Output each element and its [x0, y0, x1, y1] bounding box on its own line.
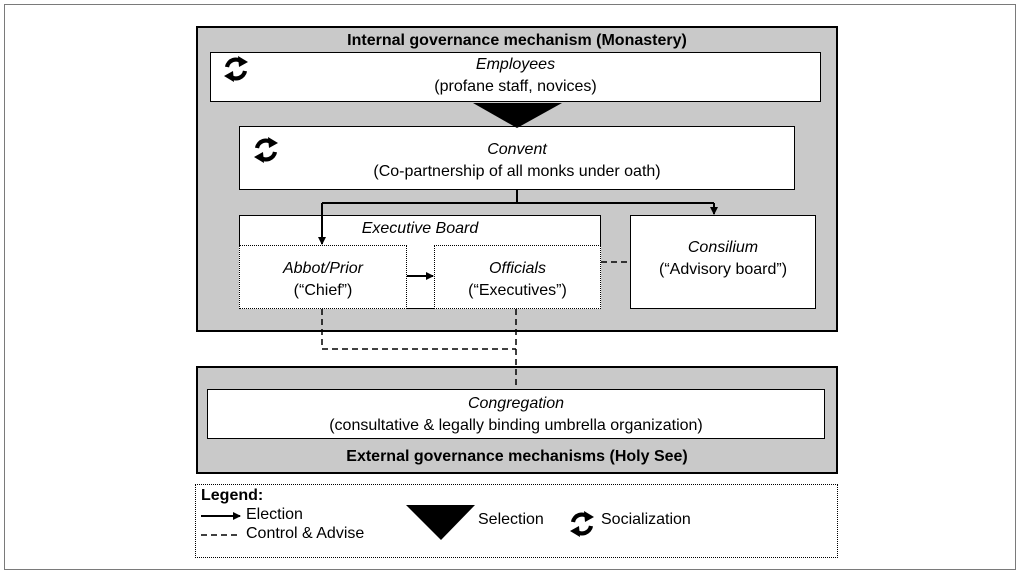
external-governance-title: External governance mechanisms (Holy See…	[346, 448, 688, 465]
legend-socialization-icon	[570, 511, 594, 537]
congregation-title: Congregation	[467, 395, 565, 412]
election-arrows	[318, 190, 718, 280]
legend-control-label: Control & Advise	[246, 525, 365, 542]
control-lines	[321, 261, 630, 389]
legend-selection-triangle	[406, 505, 475, 540]
socialization-icon	[224, 56, 248, 82]
convent-subtitle: (Co-partnership of all monks under oath)	[373, 163, 661, 180]
legend-heading: Legend:	[201, 487, 264, 504]
outer-frame	[4, 4, 1016, 570]
executive-board-title: Executive Board	[361, 220, 479, 237]
employees-box	[210, 52, 821, 102]
abbot-box	[239, 245, 407, 309]
officials-subtitle: (“Executives”)	[468, 282, 567, 299]
legend-selection-label: Selection	[478, 511, 544, 528]
congregation-box	[207, 389, 825, 439]
officials-box	[434, 245, 601, 309]
abbot-subtitle: (“Chief”)	[293, 282, 353, 299]
legend-election-label: Election	[246, 506, 303, 523]
socialization-icon	[254, 137, 278, 163]
consilium-title: Consilium	[687, 239, 759, 256]
employees-title: Employees	[475, 56, 556, 73]
internal-governance-title: Internal governance mechanism (Monastery…	[347, 32, 687, 49]
officials-title: Officials	[489, 260, 546, 277]
convent-title: Convent	[487, 141, 547, 158]
legend-socialization-label: Socialization	[601, 511, 691, 528]
consilium-subtitle: (“Advisory board”)	[658, 261, 788, 278]
employees-subtitle: (profane staff, novices)	[434, 78, 597, 95]
legend-box	[195, 484, 838, 558]
congregation-subtitle: (consultative & legally binding umbrella…	[329, 417, 703, 434]
selection-triangle	[473, 103, 562, 128]
abbot-title: Abbot/Prior	[282, 260, 364, 277]
consilium-box	[630, 215, 816, 309]
